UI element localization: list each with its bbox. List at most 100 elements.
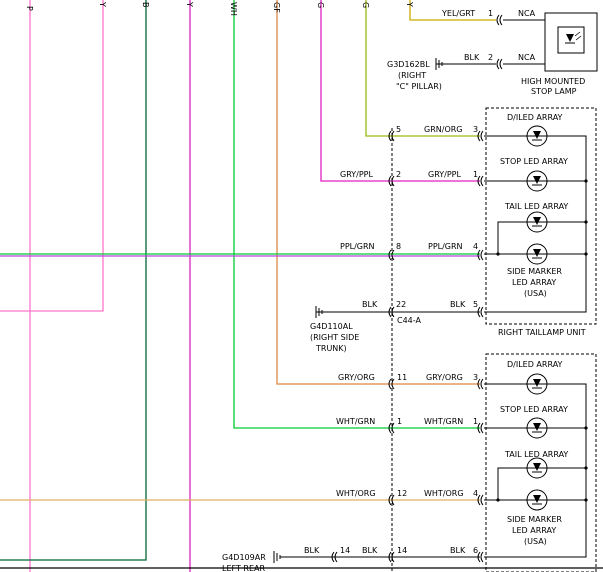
wire-gry-org-left-label: GRY/ORG — [338, 373, 375, 382]
side-marker-label-1: SIDE MARKER — [507, 267, 562, 276]
ground-id: G3D162BL — [387, 60, 430, 69]
lower-led-array-dtled — [526, 373, 548, 395]
wire-gry-org-right-label: GRY/ORG — [426, 373, 463, 382]
stop-lamp-socket — [557, 26, 585, 54]
nca-label-1: NCA — [518, 9, 536, 18]
wire-ppl-grn-right-label: PPL/GRN — [428, 242, 463, 251]
wire-wht-org-right-label: WHT/ORG — [424, 489, 464, 498]
top-label-g: G — [316, 2, 325, 8]
lower-taillamp-internal-circuit — [484, 373, 588, 558]
right-taillamp-box — [485, 107, 597, 325]
top-label-y2: Y — [185, 1, 194, 7]
side-marker-label-3: (USA) — [524, 289, 547, 298]
top-label-b: B — [141, 2, 150, 8]
wire-dark-green — [0, 0, 147, 561]
lower-lamp-connector-glyphs — [388, 378, 484, 563]
lower-led-array-tail — [526, 457, 548, 479]
side-marker-label-2: LED ARRAY — [512, 278, 556, 287]
lamp-connector-glyphs — [388, 130, 484, 318]
top-label-p: P — [25, 6, 34, 11]
stop-led-label: STOP LED ARRAY — [500, 157, 568, 166]
wire-blk-c-label: BLK — [450, 546, 466, 555]
lamp-label-1: HIGH MOUNTED — [521, 77, 585, 86]
wire-gry-org — [276, 0, 392, 385]
led-array-side-marker — [526, 243, 548, 265]
pin-1-label: 1 — [488, 9, 493, 18]
wire-blk-a-label: BLK — [304, 546, 320, 555]
wire-wht-grn — [233, 0, 392, 429]
dtled-label: D/ILED ARRAY — [507, 113, 563, 122]
led-array-tail — [526, 211, 548, 233]
right-taillamp-unit: RIGHT TAILLAMP UNIT 5 GRN/ORG 3 GRY/PPL … — [310, 107, 597, 353]
ground-trunk-loc-1: (RIGHT SIDE — [310, 333, 359, 342]
connector-14a-glyph — [331, 551, 338, 563]
wire-label-yel-grt: YEL/GRT — [441, 9, 475, 18]
lower-pin-4: 4 — [473, 489, 478, 498]
lower-stop-led-label: STOP LED ARRAY — [500, 405, 568, 414]
lower-dtled-label: D/ILED ARRAY — [507, 360, 563, 369]
wire-ppl-grn-left-label: PPL/GRN — [340, 242, 375, 251]
wire-blk-left-label: BLK — [362, 300, 378, 309]
wire-gry-ppl-left-label: GRY/PPL — [340, 170, 373, 179]
ground-symbol-left-rear — [273, 551, 281, 563]
right-taillamp-internal-circuit — [484, 125, 588, 313]
pin-2-label: 2 — [488, 53, 493, 62]
ground-location-1: (RIGHT — [398, 71, 426, 80]
wire-gry-ppl-right-label: GRY/PPL — [428, 170, 461, 179]
pin-5: 5 — [473, 300, 478, 309]
cavity-12: 12 — [397, 489, 407, 498]
cavity-22: 22 — [396, 300, 406, 309]
connector-pin-1 — [496, 14, 503, 26]
lower-side-marker-label-3: (USA) — [524, 537, 547, 546]
ground-trunk-id: G4D110AL — [310, 322, 353, 331]
lower-side-marker-label-2: LED ARRAY — [512, 526, 556, 535]
stop-lamp-box — [544, 12, 598, 72]
top-label-y3: Y — [405, 1, 414, 7]
pin-3: 3 — [473, 125, 478, 134]
top-label-wh: WH — [229, 2, 238, 16]
ground-trunk-loc-2: TRUNK) — [315, 344, 347, 353]
wire-blk-b-label: BLK — [362, 546, 378, 555]
lower-led-array-stop — [526, 417, 548, 439]
led-array-dtled — [526, 125, 548, 147]
wire-label-blk: BLK — [464, 53, 480, 62]
led-icon — [565, 31, 582, 44]
nca-label-2: NCA — [518, 53, 536, 62]
lower-pin-3: 3 — [473, 373, 478, 382]
wire-grn-org — [365, 0, 392, 137]
wire-wht-grn-left-label: WHT/GRN — [336, 417, 375, 426]
lower-led-array-side-marker — [526, 489, 548, 511]
pin-1: 1 — [473, 170, 478, 179]
lower-pin-1: 1 — [473, 417, 478, 426]
lower-taillamp-unit: GRY/ORG 11 GRY/ORG 3 WHT/GRN 1 WHT/GRN 1… — [222, 353, 597, 572]
high-mounted-stop-lamp: YEL/GRT 1 NCA G3D162BL (RIGHT "C" PILLAR… — [387, 9, 598, 96]
ground-left-rear-id: G4D109AR — [222, 553, 266, 562]
cavity-2: 2 — [396, 170, 401, 179]
cavity-8: 8 — [396, 242, 401, 251]
top-edge-labels: P Y B Y WH GF G G Y — [25, 1, 414, 16]
wire-blk-right-label: BLK — [450, 300, 466, 309]
lower-tail-led-label: TAIL LED ARRAY — [504, 450, 568, 459]
lower-taillamp-box — [485, 353, 597, 572]
top-label-g2: G — [361, 2, 370, 8]
top-label-y: Y — [98, 1, 107, 7]
cavity-5: 5 — [396, 125, 401, 134]
right-taillamp-title: RIGHT TAILLAMP UNIT — [498, 328, 586, 337]
top-label-gf: GF — [272, 2, 281, 13]
connector-pin-2 — [496, 58, 503, 70]
wire-grn-org-label: GRN/ORG — [424, 125, 463, 134]
wire-wht-grn-right-label: WHT/GRN — [424, 417, 463, 426]
wire-wht-org-left-label: WHT/ORG — [336, 489, 376, 498]
lower-side-marker-label-1: SIDE MARKER — [507, 515, 562, 524]
cavity-11: 11 — [397, 373, 407, 382]
connector-c44-a-label: C44-A — [397, 316, 421, 325]
led-array-stop — [526, 170, 548, 192]
cavity-14a: 14 — [340, 546, 350, 555]
wire-pink-loop — [0, 0, 104, 312]
pin-4: 4 — [473, 242, 478, 251]
lamp-label-2: STOP LAMP — [531, 87, 577, 96]
ground-location-2: "C" PILLAR) — [396, 82, 442, 91]
ground-left-rear-loc: LEFT REAR — [222, 564, 265, 572]
